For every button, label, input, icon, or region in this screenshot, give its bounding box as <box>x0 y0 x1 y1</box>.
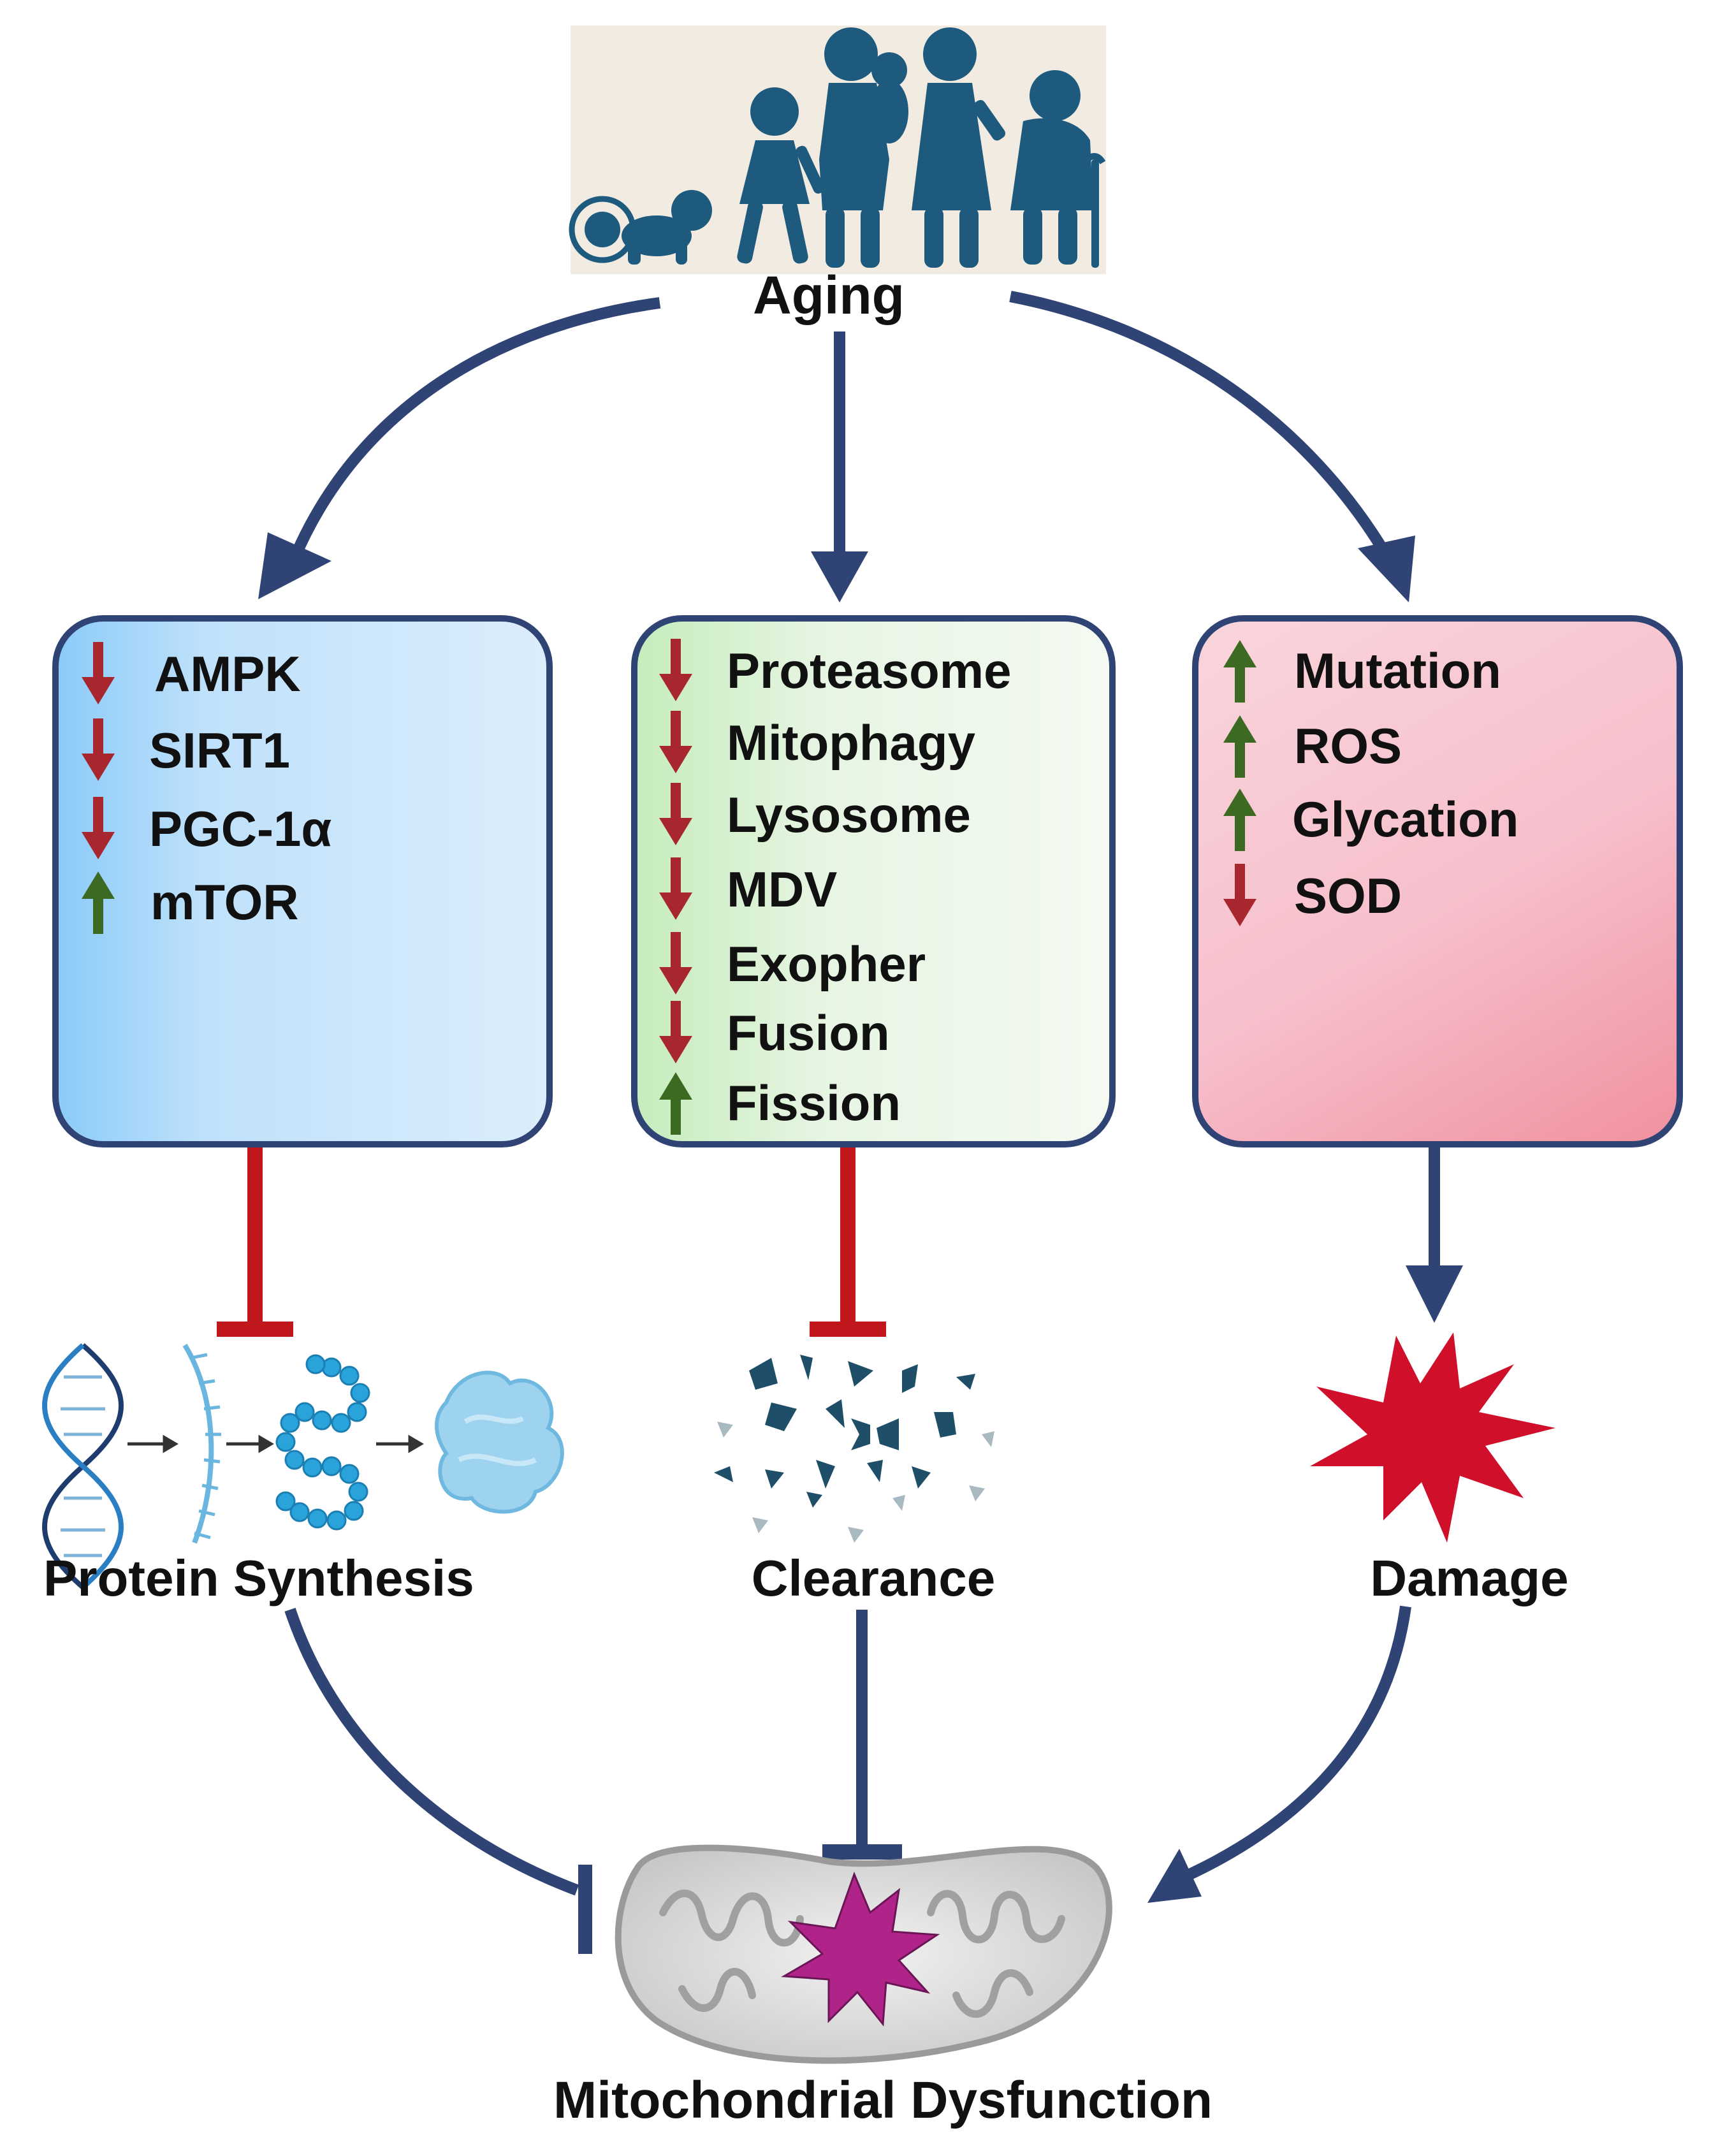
elderly-with-cane-icon <box>1010 70 1106 268</box>
decrease-arrow-icon <box>650 708 701 778</box>
aging-arrows <box>288 291 1395 564</box>
item-mdv: MDV <box>727 861 838 917</box>
list-item: Exopher <box>650 929 926 999</box>
aging-label: Aging <box>753 265 905 325</box>
protein-synthesis-label: Protein Synthesis <box>43 1550 474 1606</box>
item-fusion: Fusion <box>727 1004 890 1061</box>
item-ros: ROS <box>1294 717 1402 774</box>
list-item: Fusion <box>650 998 890 1068</box>
adult-with-phone-icon <box>912 27 1006 268</box>
list-item: Fission <box>650 1068 901 1138</box>
damage-label: Damage <box>1370 1550 1569 1606</box>
list-item: Proteasome <box>650 636 1012 706</box>
stress-box: Mutation ROS Glycation SOD <box>1192 615 1683 1147</box>
child-walking-icon <box>737 87 825 264</box>
arrowhead-center <box>811 551 868 602</box>
arrow-to-signaling <box>288 297 661 564</box>
increase-arrow-icon <box>1214 636 1265 706</box>
protein-synthesis-illustration <box>42 1343 564 1590</box>
item-fission: Fission <box>727 1074 901 1131</box>
amino-acid-chain-icon <box>275 1354 370 1531</box>
item-glycation: Glycation <box>1292 790 1519 847</box>
item-mitophagy: Mitophagy <box>727 714 975 771</box>
list-item: SIRT1 <box>73 715 290 785</box>
arrow-to-stress <box>1009 291 1395 564</box>
increase-arrow-icon <box>1214 784 1265 854</box>
quality-control-box: Proteasome Mitophagy Lysosome MDV Exophe… <box>631 615 1116 1147</box>
stress-list: Mutation ROS Glycation SOD <box>1198 622 1677 1141</box>
increase-arrow-icon <box>1214 711 1265 781</box>
baby-crawling-icon <box>622 190 712 265</box>
arrowhead-right <box>1358 535 1415 602</box>
increase-arrow-icon <box>650 1068 701 1138</box>
aging-arrowheads <box>258 532 1415 602</box>
list-item: SOD <box>1214 861 1402 931</box>
item-pgc1a: PGC-1α <box>149 800 332 857</box>
increase-arrow-icon <box>73 867 124 937</box>
decrease-arrow-icon <box>650 854 701 924</box>
human-lifecycle-silhouettes <box>569 27 1106 268</box>
process-arrows <box>127 1434 424 1453</box>
mitochondrion-icon <box>615 1844 1112 2064</box>
item-ampk: AMPK <box>154 645 301 702</box>
dna-helix-icon <box>42 1343 124 1590</box>
folded-protein-icon <box>435 1371 564 1514</box>
list-item: PGC-1α <box>73 794 331 864</box>
item-exopher: Exopher <box>727 935 926 992</box>
list-item: Lysosome <box>650 780 971 850</box>
list-item: Mitophagy <box>650 708 975 778</box>
adult-with-infant-icon <box>819 27 908 268</box>
decrease-arrow-icon <box>73 639 124 709</box>
list-item: mTOR <box>73 867 299 937</box>
damage-burst-icon <box>1310 1332 1555 1543</box>
decrease-arrow-icon <box>650 636 701 706</box>
decrease-arrow-icon <box>73 715 124 785</box>
mitochondrial-dysfunction-label: Mitochondrial Dysfunction <box>553 2071 1213 2129</box>
list-item: ROS <box>1214 711 1402 781</box>
signaling-box: AMPK SIRT1 PGC-1α mTOR <box>52 615 553 1147</box>
item-lysosome: Lysosome <box>727 786 971 843</box>
decrease-arrow-icon <box>73 794 124 864</box>
list-item: AMPK <box>73 639 301 709</box>
decrease-arrow-icon <box>1214 861 1265 931</box>
fetus-body <box>585 212 620 247</box>
arrowhead-mitochondria <box>1147 1849 1202 1903</box>
decrease-arrow-icon <box>650 929 701 999</box>
item-proteasome: Proteasome <box>727 642 1012 699</box>
list-item: Mutation <box>1214 636 1501 706</box>
item-mutation: Mutation <box>1294 642 1501 699</box>
item-sirt1: SIRT1 <box>149 722 291 778</box>
inhibition-lines <box>217 1147 886 1337</box>
connector-protein-synthesis <box>284 1608 579 1896</box>
item-sod: SOD <box>1294 867 1402 924</box>
clearance-label: Clearance <box>751 1550 996 1606</box>
decrease-arrow-icon <box>650 780 701 850</box>
signaling-list: AMPK SIRT1 PGC-1α mTOR <box>59 622 546 1141</box>
item-mtor: mTOR <box>150 873 299 930</box>
quality-control-list: Proteasome Mitophagy Lysosome MDV Exophe… <box>637 622 1109 1141</box>
clearance-fragments-illustration <box>714 1355 994 1543</box>
aging-illustration <box>569 25 1106 274</box>
list-item: MDV <box>650 854 837 924</box>
decrease-arrow-icon <box>650 998 701 1068</box>
list-item: Glycation <box>1214 784 1518 854</box>
arrowhead-damage <box>1406 1265 1463 1323</box>
arrowhead-left <box>258 532 331 599</box>
mitochondrial-damage-burst-icon <box>781 1871 940 2027</box>
mrna-strand-icon <box>182 1343 221 1544</box>
connector-damage <box>1174 1605 1411 1886</box>
